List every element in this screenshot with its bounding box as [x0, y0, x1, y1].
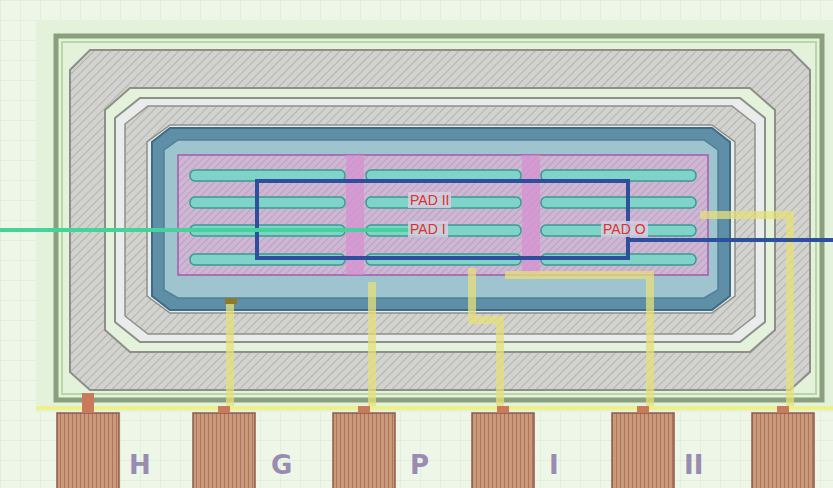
output-wire	[628, 238, 833, 242]
pin-letter: P	[410, 452, 429, 478]
pad-label: PAD I	[408, 221, 448, 237]
pin-letter: G	[271, 452, 292, 478]
pin-letter: I	[549, 452, 559, 478]
die-ground	[36, 20, 833, 412]
pin-letter: II	[684, 452, 703, 478]
guard-ring	[70, 50, 810, 390]
pad-rail	[36, 406, 833, 410]
pad-tabs	[82, 393, 789, 413]
bond-pads	[57, 413, 814, 488]
via	[225, 298, 237, 304]
pad-label: PAD O	[601, 221, 648, 237]
inner-ring	[125, 106, 755, 334]
inner-ring-gap	[115, 98, 765, 342]
input-wire	[0, 228, 430, 232]
active-area	[178, 155, 708, 275]
contact-slots	[190, 170, 696, 265]
metal-traces	[230, 215, 790, 410]
well-ring	[152, 128, 730, 310]
pad-outline	[257, 181, 628, 258]
pin-letter: H	[129, 452, 151, 478]
pad-label: PAD II	[408, 192, 451, 208]
